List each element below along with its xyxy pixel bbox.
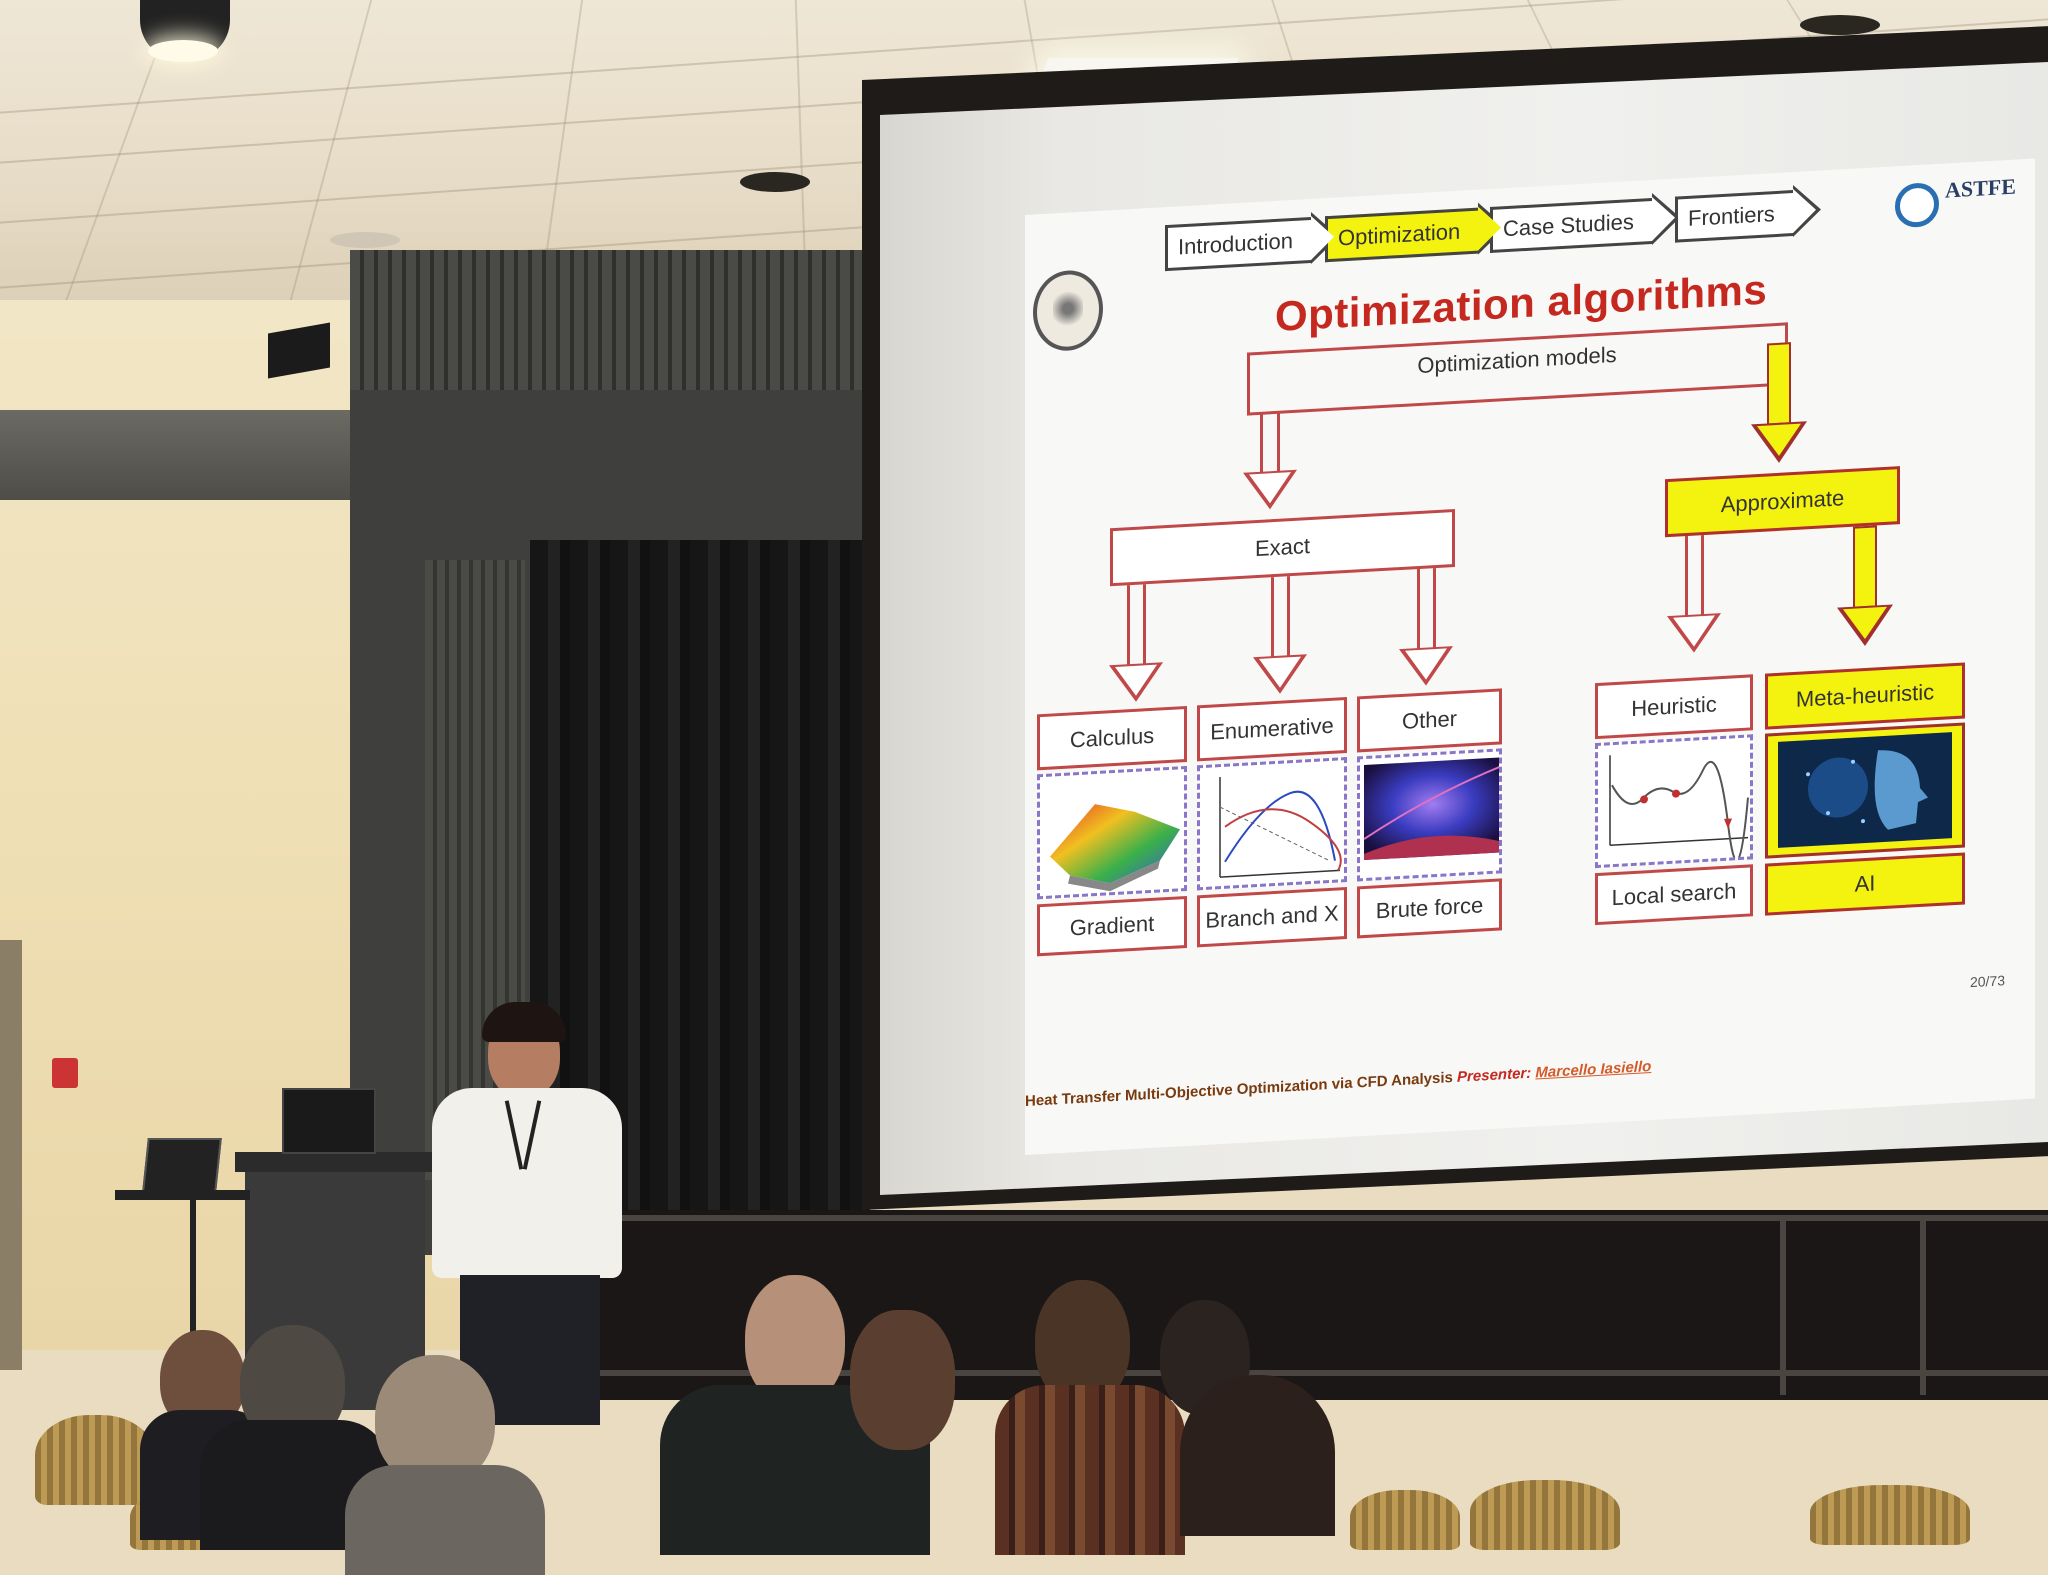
- local-search-plot-image: [1595, 734, 1753, 869]
- lectern-top: [235, 1152, 435, 1172]
- meta-heuristic-box: Meta-heuristic: [1765, 662, 1965, 730]
- heuristic-box: Heuristic: [1595, 674, 1753, 740]
- local-search-box: Local search: [1595, 864, 1753, 926]
- ai-box: AI: [1765, 852, 1965, 916]
- brute-force-image: [1357, 748, 1502, 882]
- ceiling-vent: [740, 172, 810, 192]
- door-frame: [0, 940, 22, 1370]
- laptop-screen: [282, 1088, 376, 1154]
- brute-force-box: Brute force: [1357, 878, 1502, 939]
- ai-head-image: [1765, 722, 1965, 859]
- page-number: 20/73: [1969, 972, 2005, 991]
- footer-presenter-name: Marcello Iasiello: [1535, 1057, 1652, 1082]
- ceiling-vent: [330, 232, 400, 248]
- exact-box: Exact: [1110, 508, 1455, 587]
- chair: [35, 1415, 155, 1505]
- nav-frontiers: Frontiers: [1675, 190, 1793, 243]
- calculus-box: Calculus: [1037, 705, 1187, 771]
- stage-railing: [600, 1215, 2048, 1221]
- slide-footer: Heat Transfer Multi-Objective Optimizati…: [1025, 1058, 1651, 1110]
- ceiling-vent: [1800, 15, 1880, 35]
- astfe-logo-text: ASTFE: [1945, 173, 2016, 203]
- footer-presenter-label: Presenter:: [1457, 1064, 1532, 1086]
- nav-optimization: Optimization: [1325, 207, 1479, 263]
- enumerative-box: Enumerative: [1197, 696, 1347, 762]
- presenter: [420, 1000, 640, 1425]
- spotlight-lens: [148, 40, 218, 62]
- chair: [1470, 1480, 1620, 1550]
- footer-title: Heat Transfer Multi-Objective Optimizati…: [1025, 1069, 1453, 1110]
- optimization-models-label: Optimization models: [1417, 341, 1617, 379]
- nav-case-studies: Case Studies: [1490, 197, 1652, 254]
- astfe-logo-icon: [1895, 181, 1939, 229]
- arrow-to-approximate: [1767, 342, 1791, 426]
- fire-alarm: [52, 1058, 78, 1088]
- cornice: [350, 250, 870, 390]
- laptop-stand: [115, 1190, 250, 1200]
- nav-introduction: Introduction: [1165, 217, 1311, 272]
- branch-box: Branch and X: [1197, 886, 1347, 948]
- chair: [1810, 1485, 1970, 1545]
- slide: Introduction Optimization Case Studies F…: [1025, 158, 2035, 1155]
- university-seal-icon: [1033, 268, 1103, 353]
- gradient-box: Gradient: [1037, 895, 1187, 957]
- branch-plot-image: [1197, 756, 1347, 891]
- gradient-surface-image: [1037, 765, 1187, 900]
- chair: [1350, 1490, 1460, 1550]
- laptop-on-stand: [142, 1138, 222, 1192]
- other-box: Other: [1357, 688, 1502, 753]
